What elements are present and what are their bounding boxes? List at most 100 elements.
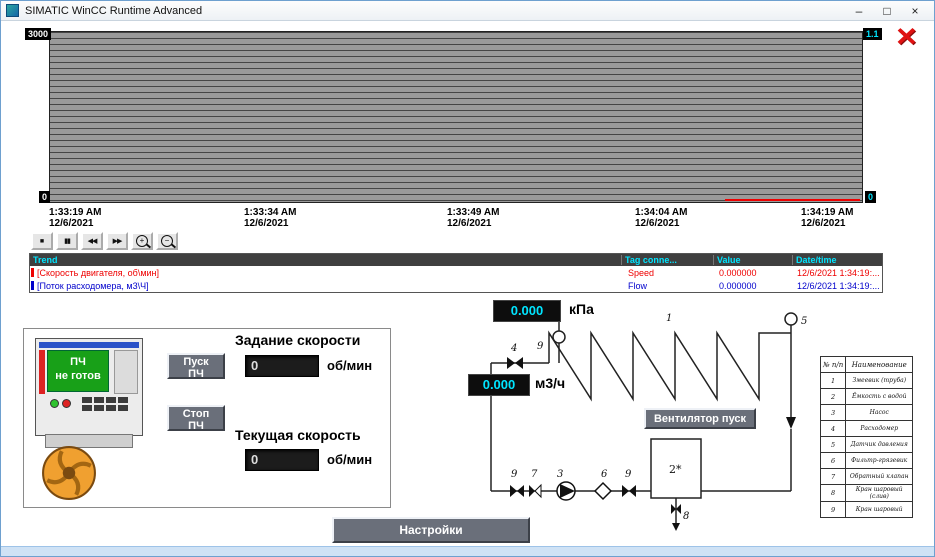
equip-name: Обратный клапан <box>846 469 913 485</box>
speed-trend-line <box>725 199 860 201</box>
setpoint-label: Задание скорости <box>235 332 360 348</box>
setpoint-value-display[interactable]: 0 <box>245 355 319 377</box>
flow-value-display: 0.000 <box>468 374 530 396</box>
vfd-titlebar <box>39 342 139 348</box>
tag-filter-label: 6 <box>601 469 608 480</box>
filter-symbol <box>595 483 611 499</box>
equipment-header-row: № п/п Наименование <box>821 357 913 373</box>
equipment-row: 1 Змеевик (труба) <box>821 373 913 389</box>
tag-datetime: 12/6/2021 1:34:19:... <box>794 268 882 278</box>
legend-row-speed[interactable]: [Скорость двигателя, об\мин] Speed 0.000… <box>30 266 882 279</box>
tank-label: 2* <box>669 463 682 476</box>
equip-num: 5 <box>821 437 846 453</box>
time-label: 1:33:34 AM 12/6/2021 <box>244 207 296 229</box>
maximize-button[interactable]: □ <box>873 2 901 20</box>
tag-valve-right-label: 9 <box>625 469 632 480</box>
equipment-row: 3 Насос <box>821 405 913 421</box>
equipment-header-number: № п/п <box>821 357 846 373</box>
time-text: 1:34:19 AM <box>801 207 853 218</box>
tag-pump-label: 3 <box>557 469 563 480</box>
plus-sign: + <box>140 236 145 245</box>
equip-name: Расходомер <box>846 421 913 437</box>
zoom-out-icon: − <box>161 235 173 247</box>
vfd-status-line1: ПЧ <box>48 355 108 369</box>
equipment-row: 2 Ёмкость с водой <box>821 389 913 405</box>
trend-forward-button[interactable]: ▶▶ <box>106 232 128 250</box>
time-text: 1:33:34 AM <box>244 207 296 218</box>
tag-valve-left-label: 9 <box>511 469 518 480</box>
trend-stop-button[interactable]: ■ <box>31 232 53 250</box>
pause-icon: ▮▮ <box>64 237 70 245</box>
tag-coil-label: 1 <box>666 313 672 324</box>
equipment-row: 8 Кран шаровый (слив) <box>821 485 913 502</box>
zoom-in-icon: + <box>136 235 148 247</box>
time-text: 1:33:49 AM <box>447 207 499 218</box>
equip-name: Датчик давления <box>846 437 913 453</box>
tag-value: 0.000000 <box>716 268 794 278</box>
vfd-green-led <box>50 399 59 408</box>
equipment-row: 5 Датчик давления <box>821 437 913 453</box>
ball-valve-left-symbol <box>510 485 524 497</box>
y-axis-right-min: 0 <box>865 191 876 203</box>
trend-plot-area <box>49 31 863 203</box>
equip-num: 4 <box>821 421 846 437</box>
equip-num: 7 <box>821 469 846 485</box>
equip-name: Кран шаровый <box>846 502 913 518</box>
current-speed-unit: об/мин <box>327 452 372 467</box>
equip-num: 9 <box>821 502 846 518</box>
tag-flowmeter-label: 4 <box>510 343 517 354</box>
equipment-header-name: Наименование <box>846 357 913 373</box>
trend-toolbar: ■ ▮▮ ◀◀ ▶▶ + − <box>31 232 178 250</box>
equipment-row: 7 Обратный клапан <box>821 469 913 485</box>
trend-rewind-button[interactable]: ◀◀ <box>81 232 103 250</box>
pump-symbol <box>557 482 575 500</box>
trend-zoom-in-button[interactable]: + <box>131 232 153 250</box>
equipment-row: 4 Расходомер <box>821 421 913 437</box>
y-axis-left-max: 3000 <box>25 28 51 40</box>
pressure-value-display: 0.000 <box>493 300 561 322</box>
current-speed-label: Текущая скорость <box>235 427 361 443</box>
check-valve-symbol <box>529 485 541 497</box>
exit-runtime-button[interactable]: × <box>896 21 917 51</box>
minimize-button[interactable]: – <box>845 2 873 20</box>
stop-icon: ■ <box>40 238 44 245</box>
date-text: 12/6/2021 <box>49 218 101 229</box>
equip-num: 8 <box>821 485 846 502</box>
tag-sensor-right-label: 5 <box>801 316 807 327</box>
legend-header-tag: Tag conne... <box>621 255 713 265</box>
fan-icon <box>41 445 97 501</box>
date-text: 12/6/2021 <box>447 218 499 229</box>
date-text: 12/6/2021 <box>244 218 296 229</box>
equip-name: Насос <box>846 405 913 421</box>
pressure-sensor-symbol <box>553 331 565 343</box>
tag-sensor-top-label: 9 <box>537 341 544 352</box>
app-icon <box>6 4 19 17</box>
equip-num: 3 <box>821 405 846 421</box>
vfd-stop-button[interactable]: Стоп ПЧ <box>167 405 225 431</box>
date-text: 12/6/2021 <box>801 218 853 229</box>
equip-name: Кран шаровый (слив) <box>846 485 913 502</box>
trend-pause-button[interactable]: ▮▮ <box>56 232 78 250</box>
process-diagram: 4 9 1 5 9 7 3 6 9 8 2* <box>451 291 831 536</box>
trend-zoom-out-button[interactable]: − <box>156 232 178 250</box>
time-label: 1:34:19 AM 12/6/2021 <box>801 207 853 229</box>
tag-name: Flow <box>625 281 716 291</box>
fan-start-button[interactable]: Вентилятор пуск <box>644 408 756 429</box>
close-button[interactable]: × <box>901 2 929 20</box>
equip-name: Фильтр-грязевик <box>846 453 913 469</box>
legend-header-value: Value <box>713 255 792 265</box>
window-controls: – □ × <box>845 2 929 20</box>
vfd-start-button[interactable]: Пуск ПЧ <box>167 353 225 379</box>
time-text: 1:33:19 AM <box>49 207 101 218</box>
equip-name: Ёмкость с водой <box>846 389 913 405</box>
time-label: 1:33:19 AM 12/6/2021 <box>49 207 101 229</box>
rewind-icon: ◀◀ <box>88 237 97 245</box>
vfd-side-panel <box>114 350 138 394</box>
tag-drain-label: 8 <box>683 511 689 522</box>
vfd-red-strip <box>39 350 45 394</box>
y-axis-left-min: 0 <box>39 191 50 203</box>
trend-name: [Поток расходомера, м3\Ч] <box>34 281 625 291</box>
tag-datetime: 12/6/2021 1:34:19:... <box>794 281 882 291</box>
vfd-status-display: ПЧ не готов <box>47 350 109 392</box>
